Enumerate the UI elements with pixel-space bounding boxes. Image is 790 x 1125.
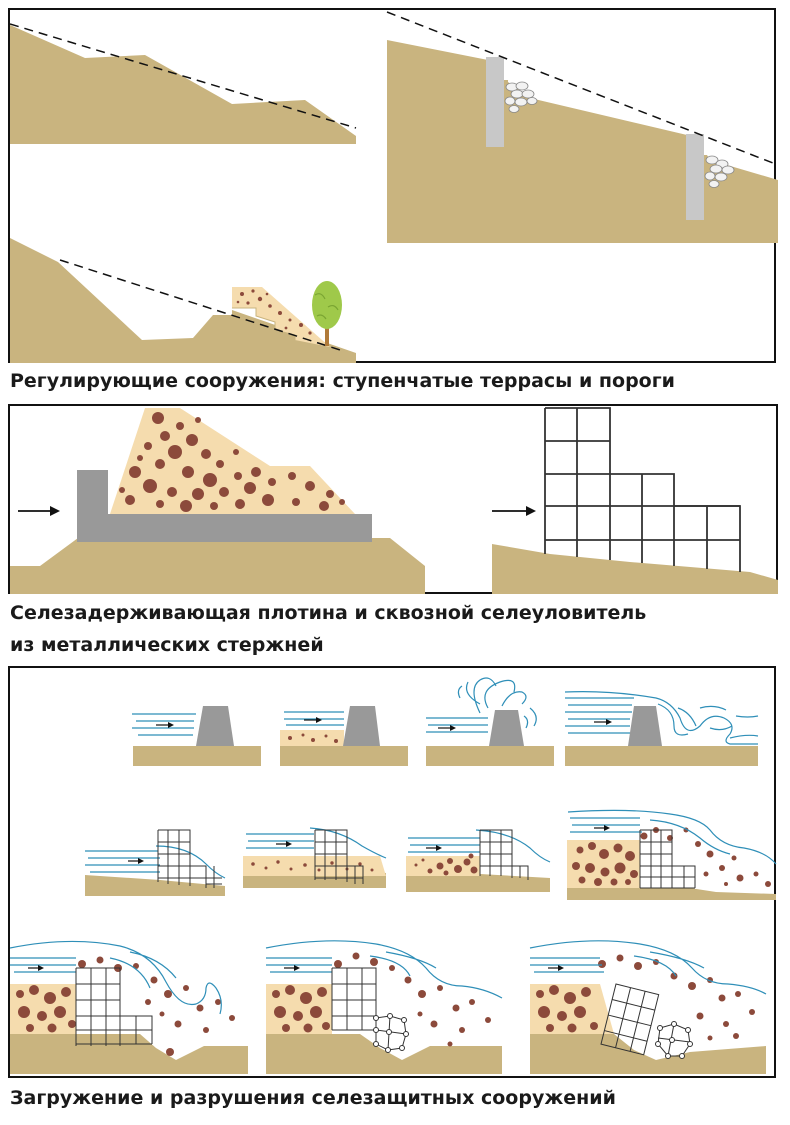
panel-loading-and-failure bbox=[8, 666, 776, 1078]
broken-lattice bbox=[374, 1014, 409, 1053]
flow-arrow-icon bbox=[304, 717, 322, 723]
scene-failure-partial-collapse bbox=[266, 941, 502, 1074]
dam-foundation-ground bbox=[10, 538, 425, 594]
dam-and-trap-diagram bbox=[10, 406, 780, 596]
caption-dam-line2: из металлических стержней bbox=[10, 630, 324, 661]
caption-regulating-structures: Регулирующие сооружения: ступенчатые тер… bbox=[10, 366, 675, 397]
scene-trap-heavy-fill bbox=[406, 830, 550, 892]
flow-arrow-icon bbox=[426, 845, 442, 851]
flow-arrow-icon bbox=[548, 965, 564, 971]
slope-profile-natural bbox=[10, 25, 356, 144]
flow-arrow-icon bbox=[18, 506, 60, 516]
scene-trap-overload bbox=[567, 810, 776, 900]
panel-regulating-structures bbox=[8, 8, 776, 363]
flow-arrow-icon bbox=[438, 725, 456, 731]
weir-lower bbox=[686, 134, 704, 220]
flow-arrow-icon bbox=[594, 719, 612, 725]
weir-upper bbox=[486, 57, 504, 147]
flow-arrow-icon bbox=[284, 965, 300, 971]
scene-dam-water-flow bbox=[132, 706, 261, 766]
caption-dam-line1: Селезадерживающая плотина и сквозной сел… bbox=[10, 598, 646, 629]
flow-arrow-icon bbox=[156, 722, 174, 728]
trap-ground bbox=[492, 544, 778, 594]
caption-loading-failure: Загружение и разрушения селезащитных соо… bbox=[10, 1083, 616, 1114]
slope-profile-weirs bbox=[387, 40, 778, 243]
scene-trap-water-flow bbox=[85, 830, 225, 896]
flow-arrow-icon bbox=[276, 841, 292, 847]
loading-and-failure-diagram bbox=[10, 668, 778, 1080]
panel-dam-and-trap bbox=[8, 404, 778, 594]
scene-failure-overflow bbox=[10, 941, 248, 1074]
retained-debris-fill bbox=[110, 408, 355, 514]
flow-arrow-icon bbox=[492, 506, 536, 516]
flow-arrow-icon bbox=[128, 858, 144, 864]
scene-failure-full-collapse bbox=[530, 941, 766, 1074]
scene-dam-partial-fill bbox=[280, 706, 408, 766]
scene-dam-overtopping bbox=[565, 692, 758, 766]
flow-arrow-icon bbox=[28, 965, 44, 971]
slope-profile-terraced bbox=[10, 238, 356, 363]
scene-trap-light-fill bbox=[243, 828, 386, 888]
regulating-structures-diagram bbox=[10, 10, 778, 365]
metal-rod-trap bbox=[545, 408, 740, 572]
flow-arrow-icon bbox=[594, 825, 610, 831]
scene-dam-overflow-splash bbox=[426, 678, 554, 766]
